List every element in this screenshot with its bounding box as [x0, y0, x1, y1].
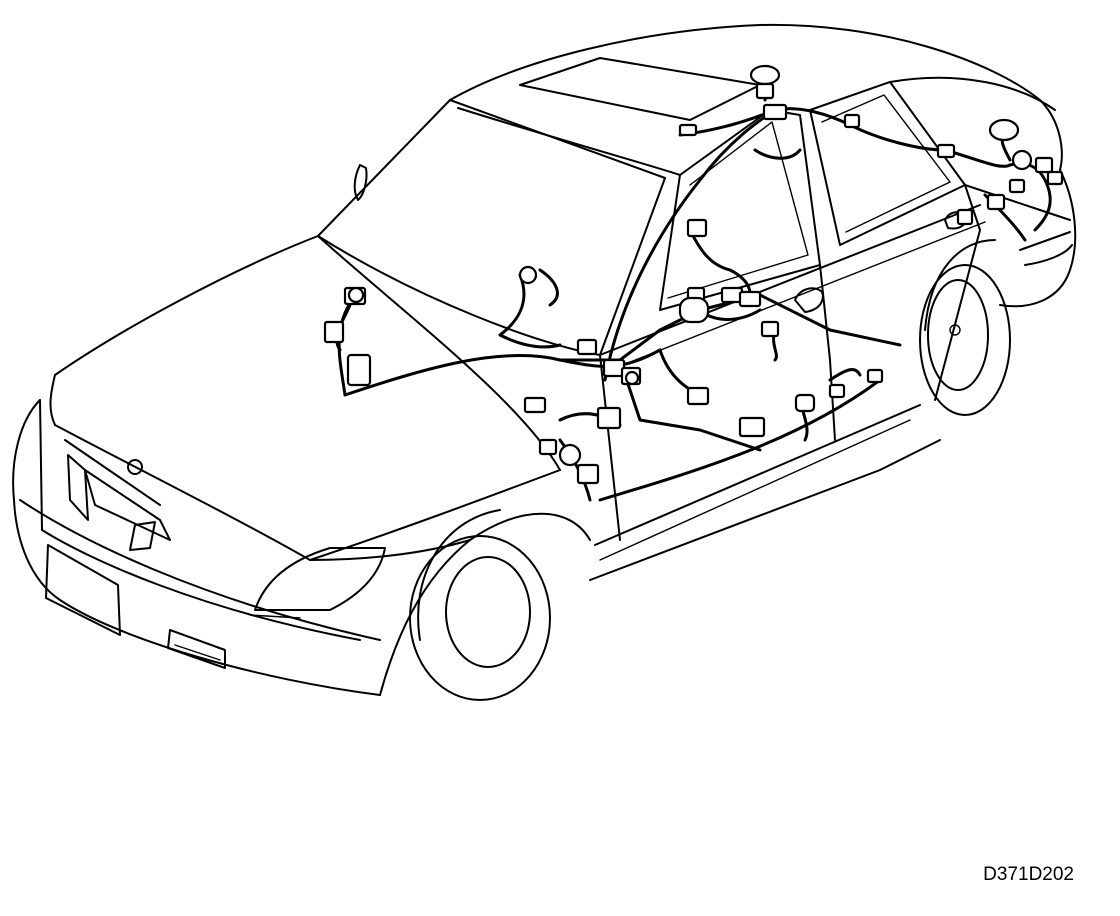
car-body [12, 23, 1077, 701]
connectors [323, 64, 1064, 485]
diagram-reference-code: D371D202 [983, 864, 1074, 885]
